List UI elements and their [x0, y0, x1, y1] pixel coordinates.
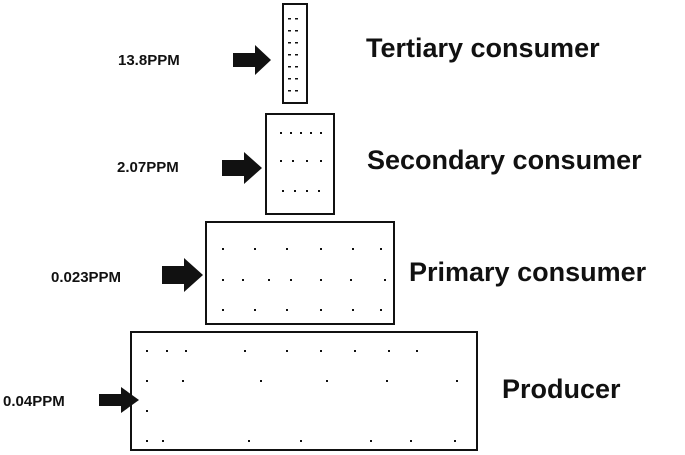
level-tertiary: 13.8PPM Tertiary consumer — [118, 3, 600, 104]
texture-dot — [318, 190, 320, 192]
level-secondary: 2.07PPM Secondary consumer — [117, 113, 642, 215]
level-primary: 0.023PPM Primary consumer — [51, 221, 647, 325]
secondary-label: Secondary consumer — [367, 145, 642, 175]
producer-dots — [146, 350, 458, 442]
texture-dot — [295, 54, 298, 56]
texture-dot — [146, 440, 148, 442]
texture-dot — [456, 380, 458, 382]
texture-dot — [222, 248, 224, 250]
texture-dot — [146, 380, 148, 382]
level-producer: 0.04PPM Producer — [3, 331, 621, 451]
texture-dot — [320, 309, 322, 311]
texture-dot — [295, 30, 298, 32]
texture-dot — [386, 380, 388, 382]
texture-dot — [295, 42, 298, 44]
texture-dot — [268, 279, 270, 281]
secondary-arrow-icon — [222, 152, 262, 184]
texture-dot — [454, 440, 456, 442]
texture-dot — [384, 279, 386, 281]
tertiary-label: Tertiary consumer — [366, 33, 600, 63]
texture-dot — [354, 350, 356, 352]
texture-dot — [300, 440, 302, 442]
texture-dot — [280, 132, 282, 134]
texture-dot — [320, 248, 322, 250]
texture-dot — [295, 78, 298, 80]
texture-dot — [222, 279, 224, 281]
texture-dot — [280, 160, 282, 162]
texture-dot — [242, 279, 244, 281]
texture-dot — [286, 309, 288, 311]
primary-dots — [222, 248, 386, 311]
texture-dot — [254, 248, 256, 250]
texture-dot — [370, 440, 372, 442]
texture-dot — [166, 350, 168, 352]
texture-dot — [350, 279, 352, 281]
texture-dot — [288, 30, 291, 32]
texture-dot — [388, 350, 390, 352]
texture-dot — [282, 190, 284, 192]
texture-dot — [306, 190, 308, 192]
tertiary-arrow-icon — [233, 45, 271, 75]
primary-box — [205, 221, 395, 325]
texture-dot — [410, 440, 412, 442]
texture-dot — [292, 160, 294, 162]
texture-dot — [288, 78, 291, 80]
texture-dot — [295, 18, 298, 20]
texture-dot — [326, 380, 328, 382]
texture-dot — [162, 440, 164, 442]
texture-dot — [286, 248, 288, 250]
texture-dot — [288, 18, 291, 20]
texture-dot — [320, 279, 322, 281]
primary-ppm: 0.023PPM — [51, 269, 121, 286]
texture-dot — [260, 380, 262, 382]
texture-dot — [182, 380, 184, 382]
tertiary-dots — [288, 18, 298, 92]
texture-dot — [294, 190, 296, 192]
texture-dot — [146, 410, 148, 412]
producer-arrow-icon — [99, 387, 139, 413]
texture-dot — [288, 66, 291, 68]
texture-dot — [295, 66, 298, 68]
texture-dot — [288, 42, 291, 44]
producer-ppm: 0.04PPM — [3, 393, 65, 410]
texture-dot — [320, 132, 322, 134]
texture-dot — [320, 350, 322, 352]
secondary-dots — [280, 132, 322, 192]
secondary-box — [265, 113, 335, 215]
texture-dot — [288, 54, 291, 56]
texture-dot — [222, 309, 224, 311]
texture-dot — [146, 350, 148, 352]
texture-dot — [290, 132, 292, 134]
texture-dot — [290, 279, 292, 281]
primary-label: Primary consumer — [409, 257, 647, 287]
texture-dot — [288, 90, 291, 92]
texture-dot — [295, 90, 298, 92]
texture-dot — [185, 350, 187, 352]
texture-dot — [352, 309, 354, 311]
texture-dot — [286, 350, 288, 352]
producer-label: Producer — [502, 374, 621, 404]
texture-dot — [248, 440, 250, 442]
texture-dot — [300, 132, 302, 134]
texture-dot — [416, 350, 418, 352]
texture-dot — [380, 248, 382, 250]
texture-dot — [244, 350, 246, 352]
primary-arrow-icon — [162, 258, 203, 292]
texture-dot — [306, 160, 308, 162]
secondary-ppm: 2.07PPM — [117, 159, 179, 176]
texture-dot — [380, 309, 382, 311]
texture-dot — [254, 309, 256, 311]
texture-dot — [310, 132, 312, 134]
tertiary-ppm: 13.8PPM — [118, 52, 180, 69]
producer-box — [130, 331, 478, 451]
texture-dot — [352, 248, 354, 250]
tertiary-box — [282, 3, 308, 104]
texture-dot — [320, 160, 322, 162]
